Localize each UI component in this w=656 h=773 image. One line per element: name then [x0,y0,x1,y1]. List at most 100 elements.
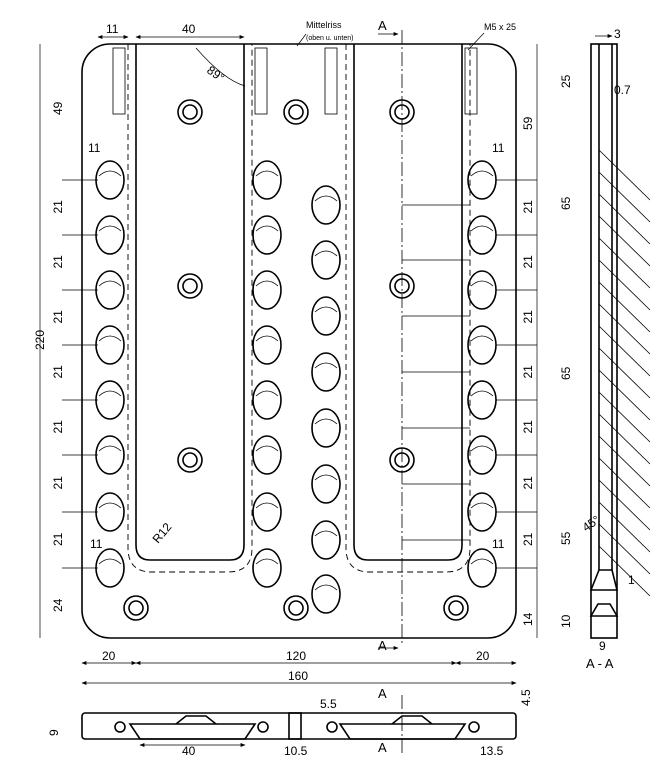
dim-row-pitch: 21 [521,200,535,214]
radius-label: R12 [150,520,175,546]
oval-pocket [252,215,282,255]
dim-overall-height: 220 [33,330,47,350]
dim-bv-55: 5.5 [320,697,337,711]
section-title: A - A [586,656,614,671]
mounting-hole [389,99,415,125]
dim-row-pitch: 21 [51,532,65,546]
row-leaders [62,179,537,569]
dim-side-9: 9 [599,639,606,653]
dim-bv-105: 10.5 [284,744,308,758]
dim-row-pitch: 21 [51,420,65,434]
mounting-holes [123,99,469,621]
left-slot-hidden [127,44,253,573]
dim-bv-thick: 4.5 [519,689,533,706]
dim-bv-height: 9 [47,729,61,736]
oval-pocket [252,380,282,420]
oval-pocket [467,380,497,420]
dim-bottom-offset: 24 [51,598,65,612]
dim-slot-width: 40 [182,22,196,36]
oval-pocket [95,380,125,420]
mounting-hole [283,595,309,621]
oval-pocket [467,548,497,588]
plate-front-view [62,30,537,645]
dim-lower-left: 11 [90,537,103,551]
left-slot-outline [135,44,245,561]
dim-bottom-left: 20 [102,649,116,663]
oval-pocket [95,435,125,475]
oval-pockets [95,160,497,614]
dim-bv-40: 40 [182,744,196,758]
dim-row-pitch: 21 [521,476,535,490]
dim-side-55: 55 [559,531,573,545]
mounting-hole [443,595,469,621]
oval-pocket [95,160,125,200]
oval-pocket [311,352,341,392]
section-marker-top: A [378,18,387,33]
oval-pocket [311,574,341,614]
mounting-hole [389,447,415,473]
dim-right-top: 59 [521,116,535,130]
dim-side-65a: 65 [559,196,573,210]
dim-row-pitch: 21 [51,200,65,214]
oval-pocket [467,215,497,255]
oval-pocket [95,270,125,310]
oval-pocket [467,160,497,200]
section-marker-bottom: A [378,638,387,653]
oval-pocket [311,296,341,336]
right-slot-hidden [345,44,471,573]
oval-pocket [467,270,497,310]
bottom-view: A A 9 4.5 5.5 40 10.5 13.5 [47,686,533,758]
thread-slits [112,47,478,115]
plate-outline [81,43,517,639]
section-marker-bv-top: A [378,686,387,701]
dim-top-edge: 11 [106,22,119,36]
mounting-hole [177,273,203,299]
mounting-hole [123,595,149,621]
dim-bottom-right: 14 [521,612,535,626]
dim-top-offset: 49 [51,101,65,115]
dim-row-pitch: 21 [51,476,65,490]
mounting-hole [283,99,309,125]
mounting-hole [177,99,203,125]
dim-row-pitch: 21 [521,255,535,269]
bottom-view-outline [81,712,517,740]
dim-side-thickness: 3 [614,27,621,41]
oval-pocket [467,435,497,475]
dim-side-07: 0.7 [614,83,631,97]
side-outline [590,43,618,639]
oval-pocket [311,464,341,504]
dim-row-pitch: 21 [51,255,65,269]
oval-pocket [95,325,125,365]
dim-row-pitch: 21 [51,310,65,324]
dim-row-pitch: 21 [521,310,535,324]
right-slot-outline [353,44,463,561]
oval-pocket [311,408,341,448]
dim-bottom-center: 120 [286,649,306,663]
angle-89: 89° [204,63,227,85]
side-section: 3 25 0.7 65 65 55 45° 1 10 9 A - A [559,27,651,671]
dim-bottom-right-edge: 20 [476,649,490,663]
dim-row-pitch: 21 [521,365,535,379]
oval-pocket [95,548,125,588]
oval-pocket [252,548,282,588]
oval-pocket [252,435,282,475]
dim-bv-135: 13.5 [480,744,504,758]
section-marker-bv-bottom: A [378,740,387,755]
dim-row-pitch: 21 [51,365,65,379]
dim-side-25: 25 [559,74,573,88]
oval-pocket [95,492,125,532]
oval-pocket [252,492,282,532]
oval-pocket [252,325,282,365]
dim-row-pitch: 21 [521,532,535,546]
oval-pocket [252,270,282,310]
dim-row-offset-right: 11 [492,141,505,155]
thread-label: M5 x 25 [484,22,516,32]
mounting-hole [177,447,203,473]
mounting-hole [389,273,415,299]
dim-row-pitch: 21 [521,420,535,434]
dim-lower-right: 11 [492,537,505,551]
scribe-label: Mittelriss [306,20,342,30]
dim-side-1: 1 [628,573,635,587]
oval-pocket [467,325,497,365]
